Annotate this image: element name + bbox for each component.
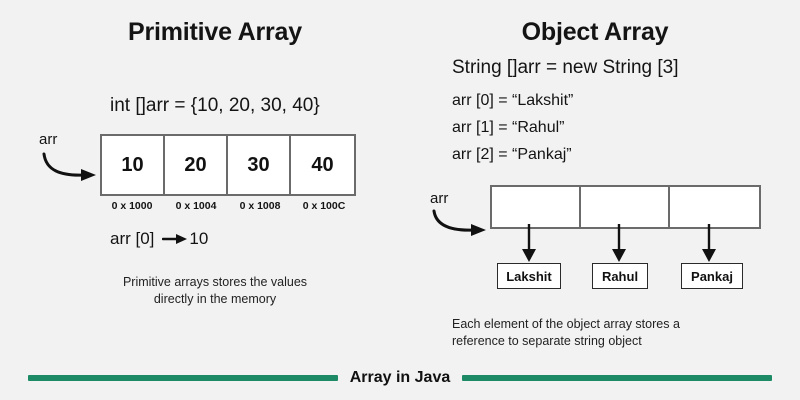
object-assignment: arr [0] = “Lakshit” — [452, 92, 574, 109]
object-assignment: arr [2] = “Pankaj” — [452, 146, 572, 163]
right-panel-title: Object Array — [521, 18, 669, 46]
memory-address: 0 x 1008 — [239, 200, 281, 212]
footer-banner: Array in Java — [0, 356, 800, 400]
object-reference-arrows — [490, 224, 758, 264]
primitive-caption: Primitive arrays stores the values direc… — [95, 274, 335, 308]
primitive-arr-pointer-label: arr — [39, 131, 58, 148]
footer-rule-right — [462, 375, 773, 381]
memory-address-row: 0 x 1000 0 x 1004 0 x 1008 0 x 100C — [100, 200, 356, 212]
right-arrow-icon — [162, 232, 188, 246]
primitive-array-table: 10 20 30 40 — [100, 134, 356, 196]
primitive-caption-line-1: Primitive arrays stores the values — [122, 275, 308, 289]
primitive-arr-curved-arrow-icon — [40, 150, 102, 184]
left-panel-title: Primitive Array — [128, 18, 302, 46]
object-caption: Each element of the object array stores … — [452, 316, 772, 350]
primitive-cell: 30 — [228, 136, 291, 194]
object-arr-curved-arrow-icon — [430, 208, 492, 238]
object-caption-line-2: reference to separate string object — [452, 334, 642, 348]
primitive-cell: 40 — [311, 153, 334, 176]
footer-rule-left — [27, 375, 338, 381]
primitive-cell: 10 — [102, 136, 165, 194]
index-value: 10 — [189, 229, 209, 248]
footer-title: Array in Java — [349, 369, 451, 386]
primitive-index-example: arr [0] 10 — [110, 229, 208, 249]
object-arr-pointer-label: arr — [430, 190, 449, 207]
object-declaration: String []arr = new String [3] — [452, 57, 679, 78]
primitive-cell: 20 — [165, 136, 228, 194]
object-assignment: arr [1] = “Rahul” — [452, 119, 565, 136]
string-object-box: Lakshit — [497, 263, 561, 289]
index-expression: arr [0] — [110, 229, 155, 248]
object-array-cell — [581, 187, 670, 227]
memory-address: 0 x 1004 — [175, 200, 217, 212]
string-object-box: Rahul — [592, 263, 648, 289]
string-object-box: Pankaj — [681, 263, 743, 289]
memory-address: 0 x 100C — [302, 200, 346, 212]
primitive-declaration: int []arr = {10, 20, 30, 40} — [110, 95, 320, 116]
object-caption-line-1: Each element of the object array stores … — [452, 317, 680, 331]
primitive-caption-line-2: directly in the memory — [153, 292, 277, 306]
object-array-cell — [492, 187, 581, 227]
object-array-table — [490, 185, 761, 229]
memory-address: 0 x 1000 — [111, 200, 153, 212]
object-array-cell — [670, 187, 759, 227]
